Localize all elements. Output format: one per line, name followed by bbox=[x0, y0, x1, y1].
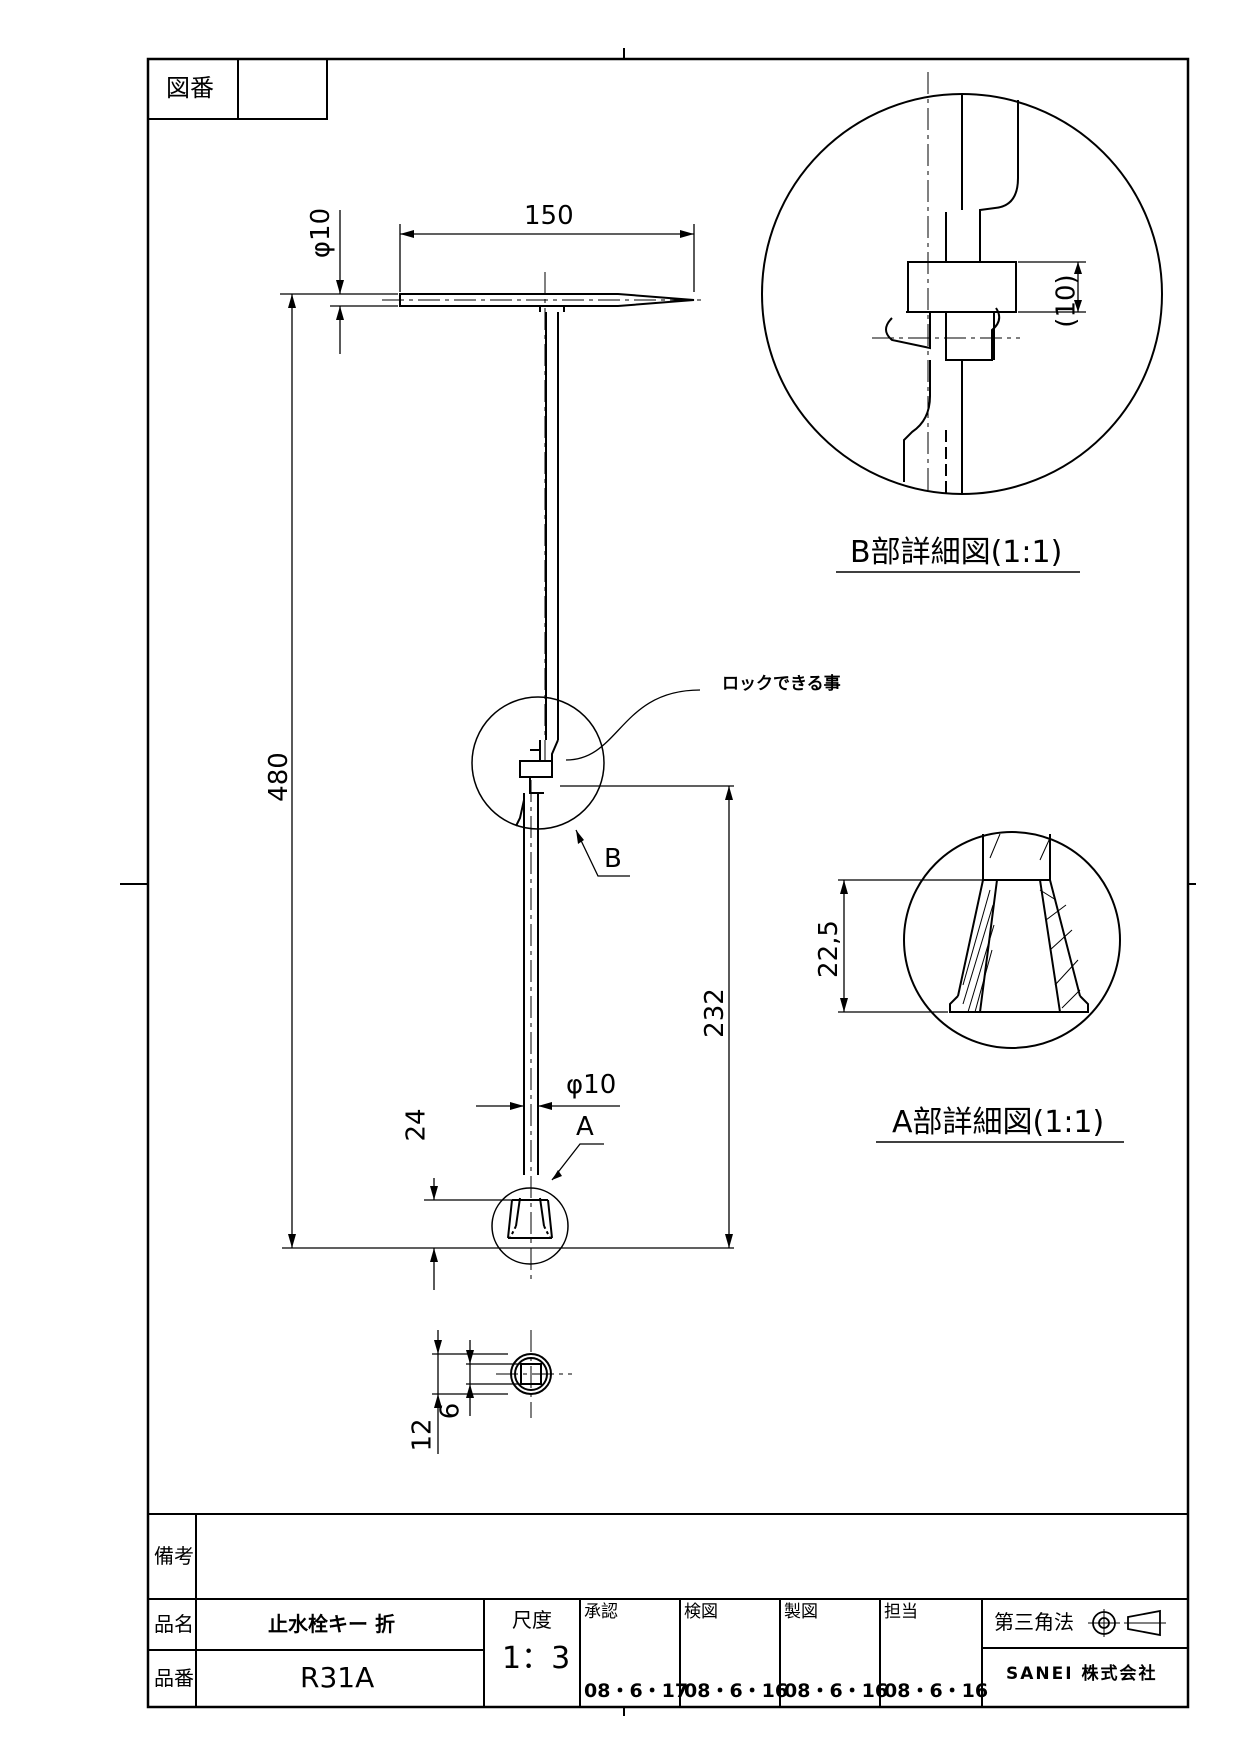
number-label: 品番 bbox=[154, 1666, 194, 1690]
approval-date: 08・6・17 bbox=[584, 1680, 689, 1702]
check-date: 08・6・16 bbox=[684, 1680, 789, 1702]
projection-label: 第三角法 bbox=[994, 1610, 1074, 1634]
dim-detail-b-height: (10) bbox=[1051, 274, 1082, 328]
dim-handle-length: 150 bbox=[524, 201, 574, 231]
key-elevation bbox=[399, 293, 695, 1239]
charge-date: 08・6・16 bbox=[884, 1680, 989, 1702]
company-name: SANEI 株式会社 bbox=[1006, 1664, 1158, 1684]
drafting-label: 製図 bbox=[784, 1602, 818, 1622]
charge-label: 担当 bbox=[884, 1602, 918, 1622]
dim-shaft-diameter: φ10 bbox=[566, 1070, 617, 1100]
drawing-number-label: 図番 bbox=[166, 74, 214, 102]
check-label: 検図 bbox=[684, 1602, 718, 1622]
dim-handle-diameter: φ10 bbox=[306, 207, 337, 259]
product-number: R31A bbox=[300, 1661, 375, 1694]
detail-b-callout-circle bbox=[471, 696, 605, 830]
detail-a-callout-circle bbox=[491, 1187, 569, 1265]
dim-total-height: 480 bbox=[263, 752, 294, 802]
product-name: 止水栓キー 折 bbox=[268, 1612, 395, 1636]
dim-detail-a-height: 22,5 bbox=[813, 920, 844, 978]
name-label: 品名 bbox=[154, 1612, 194, 1636]
detail-b bbox=[761, 72, 1163, 573]
remarks-label: 備考 bbox=[154, 1544, 194, 1568]
drafting-date: 08・6・16 bbox=[784, 1680, 889, 1702]
third-angle-projection-icon bbox=[1088, 1609, 1166, 1637]
approval-label: 承認 bbox=[584, 1602, 618, 1622]
dim-lower-shaft-length: 232 bbox=[699, 988, 730, 1038]
scale-label: 尺度 bbox=[512, 1608, 552, 1632]
detail-a-title: A部詳細図(1:1) bbox=[892, 1105, 1105, 1140]
lock-note: ロックできる事 bbox=[722, 674, 841, 694]
dim-socket-inner: 12 bbox=[407, 1418, 438, 1452]
detail-b-title: B部詳細図(1:1) bbox=[850, 535, 1063, 570]
scale-value: 1：3 bbox=[502, 1641, 571, 1676]
marker-a: A bbox=[576, 1112, 594, 1142]
marker-b: B bbox=[604, 844, 622, 874]
dim-socket-square: 6 bbox=[435, 1402, 466, 1420]
detail-a bbox=[838, 831, 1124, 1143]
drawing-number-box bbox=[148, 59, 328, 120]
socket-end-view bbox=[510, 1353, 552, 1395]
dim-socket-depth: 24 bbox=[401, 1108, 432, 1142]
sheet-border bbox=[146, 57, 1190, 1709]
title-block bbox=[148, 1513, 1188, 1707]
